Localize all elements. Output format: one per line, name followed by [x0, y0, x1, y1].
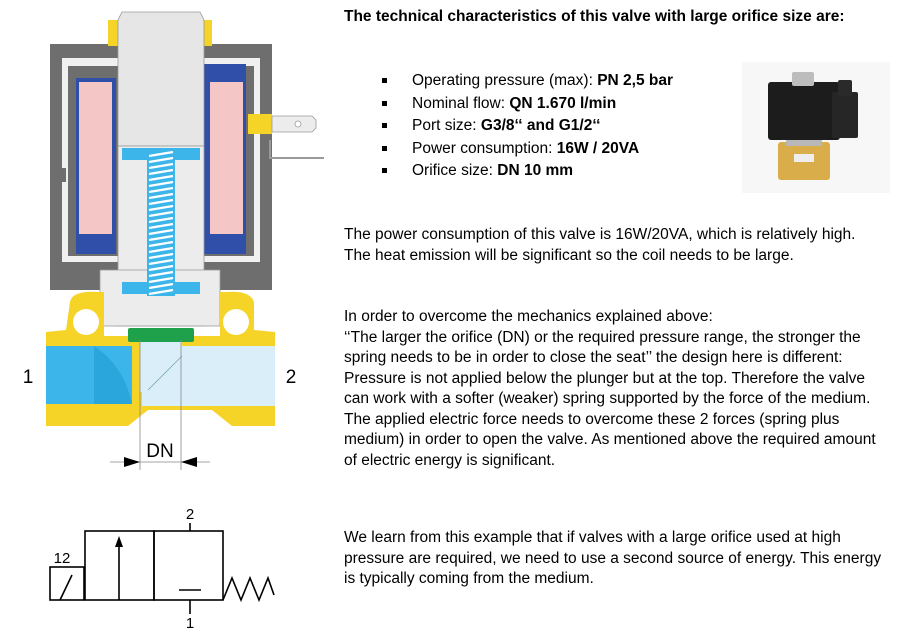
- flow-arrow: [115, 536, 123, 547]
- electrical-terminal: [248, 114, 272, 134]
- spring-coil: [148, 150, 174, 158]
- paragraph-conclusion: We learn from this example that if valve…: [344, 529, 882, 587]
- spring-coil: [148, 192, 174, 200]
- spring-coil: [148, 246, 174, 254]
- outlet-port: [142, 346, 275, 406]
- core-tube: [117, 11, 205, 147]
- spring-coil: [148, 228, 174, 236]
- bullet-icon: [382, 123, 387, 129]
- spec-item: Operating pressure (max): PN 2,5 bar: [382, 70, 673, 93]
- mechanics-quote: ‘‘The larger the orifice (DN) or the req…: [344, 328, 861, 367]
- spec-item: Port size: G3/8‘‘ and G1/2‘‘: [382, 115, 673, 138]
- symbol-port-1: 1: [186, 615, 194, 632]
- spec-item: Orifice size: DN 10 mm: [382, 160, 673, 183]
- dn-arrow-right: [181, 457, 197, 467]
- spring-coil: [148, 258, 174, 266]
- paragraph-mechanics: In order to overcome the mechanics expla…: [344, 307, 884, 471]
- spring-coil: [148, 204, 174, 212]
- spring-coil: [148, 240, 174, 248]
- spring-coil: [148, 270, 174, 278]
- mechanics-intro: In order to overcome the mechanics expla…: [344, 308, 713, 325]
- mechanics-body: Pressure is not applied below the plunge…: [344, 369, 876, 469]
- top-fitting-left: [108, 20, 120, 46]
- spec-item: Power consumption: 16W / 20VA: [382, 138, 673, 161]
- port-out-label: 2: [286, 367, 297, 388]
- valve-position-closed: [153, 530, 224, 601]
- spring-coil: [148, 210, 174, 218]
- spring-coil: [148, 162, 174, 170]
- spring-coil: [148, 168, 174, 176]
- spring-coil: [148, 264, 174, 272]
- paragraph-power: The power consumption of this valve is 1…: [344, 226, 856, 264]
- spring-coil: [148, 234, 174, 242]
- valve-cross-section-diagram: DN 1 2: [23, 11, 324, 470]
- port-in-label: 1: [23, 367, 34, 388]
- dn-arrow-left: [124, 457, 140, 467]
- spec-list: Operating pressure (max): PN 2,5 bar Nom…: [382, 70, 673, 183]
- product-photo: [742, 62, 890, 193]
- bullet-icon: [382, 100, 387, 106]
- spring-coil: [148, 288, 174, 296]
- spring-coil: [148, 198, 174, 206]
- bullet-icon: [382, 145, 387, 151]
- spring-coil: [148, 174, 174, 182]
- spec-item: Nominal flow: QN 1.670 l/min: [382, 93, 673, 116]
- spring-coil: [148, 180, 174, 188]
- valve-schematic-symbol: 2 1 12: [49, 506, 275, 632]
- spring-coil: [148, 186, 174, 194]
- spring-coil: [148, 276, 174, 284]
- bullet-icon: [382, 168, 387, 174]
- plunger-seal: [128, 328, 194, 342]
- dn-label: DN: [146, 441, 173, 462]
- coil-left: [79, 82, 112, 234]
- spring: [147, 148, 175, 296]
- symbol-actuator-label: 12: [54, 550, 71, 567]
- spring-coil: [148, 216, 174, 224]
- bullet-icon: [382, 78, 387, 83]
- spring-return: [222, 575, 275, 603]
- symbol-port-2: 2: [186, 506, 194, 523]
- spring-coil: [148, 222, 174, 230]
- spring-coil: [148, 156, 174, 164]
- spring-coil: [148, 282, 174, 290]
- spring-coil: [148, 252, 174, 260]
- solenoid-actuator: [49, 566, 85, 601]
- coil-right: [210, 82, 243, 234]
- section-heading: The technical characteristics of this va…: [344, 8, 845, 25]
